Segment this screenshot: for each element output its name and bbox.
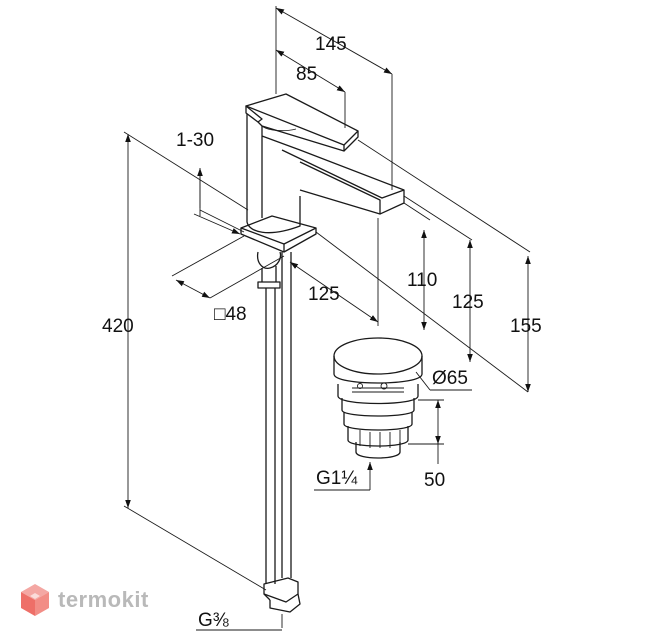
drain-valve [333,337,423,459]
label-drain-thread: G1¼ [316,468,358,489]
watermark: termokit [20,580,149,620]
watermark-text: termokit [58,587,149,612]
cube-logo-icon [21,584,49,616]
supply-hose [263,252,301,613]
label-projection: 125 [308,284,340,305]
label-drain-diameter: Ø65 [432,368,468,389]
label-width-spout: 85 [296,64,317,85]
label-spout-height: 110 [407,270,437,291]
label-overall-height: 420 [102,316,134,337]
dimension-lines [123,6,531,631]
label-hose-thread: G⅜ [198,610,229,631]
dimension-labels: 145 85 1-30 □48 125 110 125 155 420 Ø65 … [102,34,542,631]
faucet-body [240,93,405,289]
label-base-square: □48 [214,304,247,325]
label-drain-height: 50 [424,470,445,491]
label-overall-height-right: 155 [510,316,542,337]
label-width-total: 145 [315,34,347,55]
label-spout-top-height: 125 [452,292,484,313]
label-height-adjust: 1-30 [176,130,214,151]
